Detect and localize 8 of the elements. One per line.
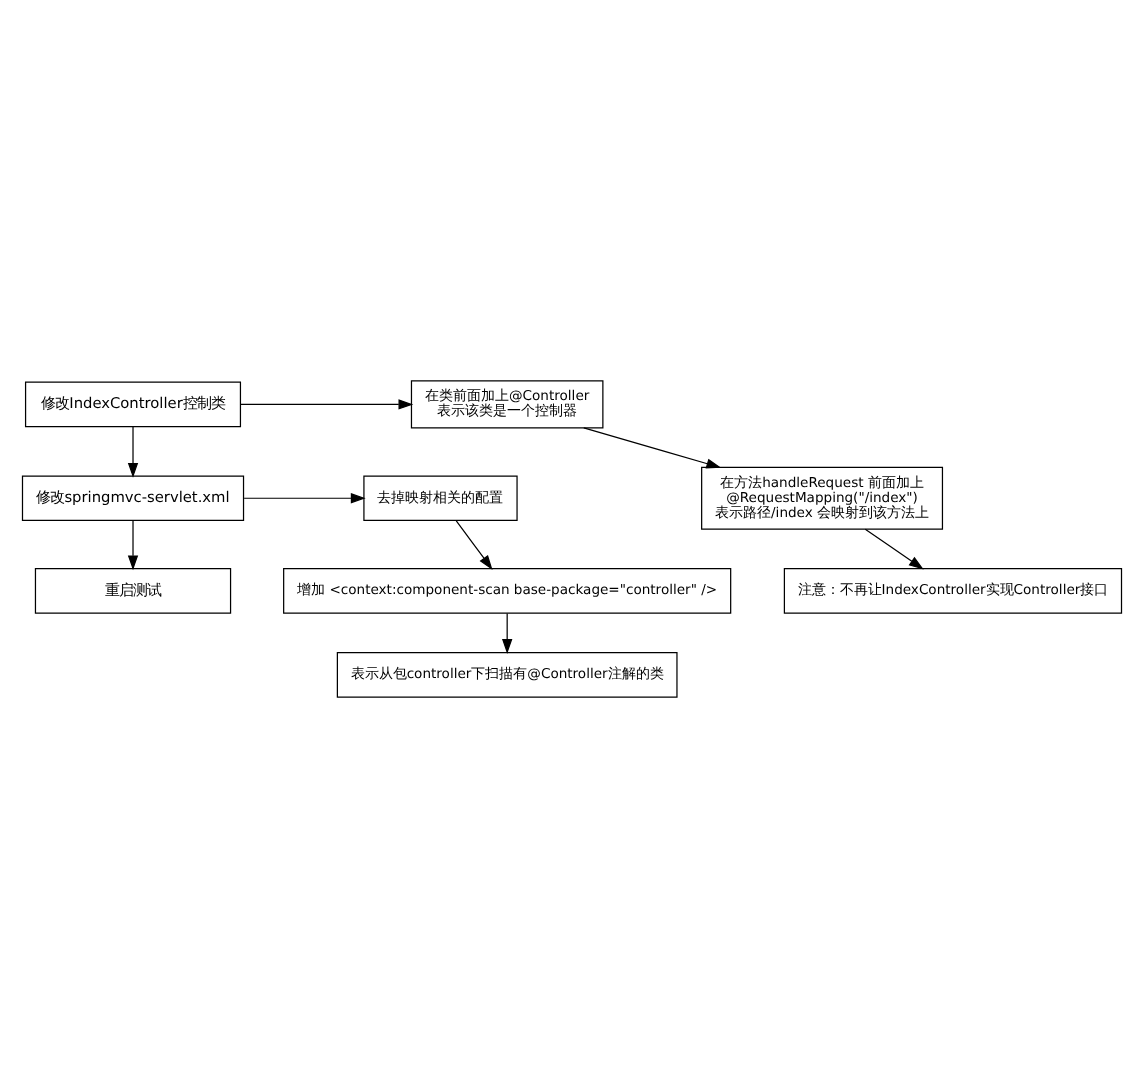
arrow xyxy=(864,527,924,569)
arrow xyxy=(502,611,513,653)
arrow xyxy=(127,425,139,477)
arrow xyxy=(583,426,722,468)
arrow xyxy=(243,492,366,503)
arrow xyxy=(455,519,493,569)
arrow xyxy=(240,398,414,409)
arrow xyxy=(127,519,139,570)
